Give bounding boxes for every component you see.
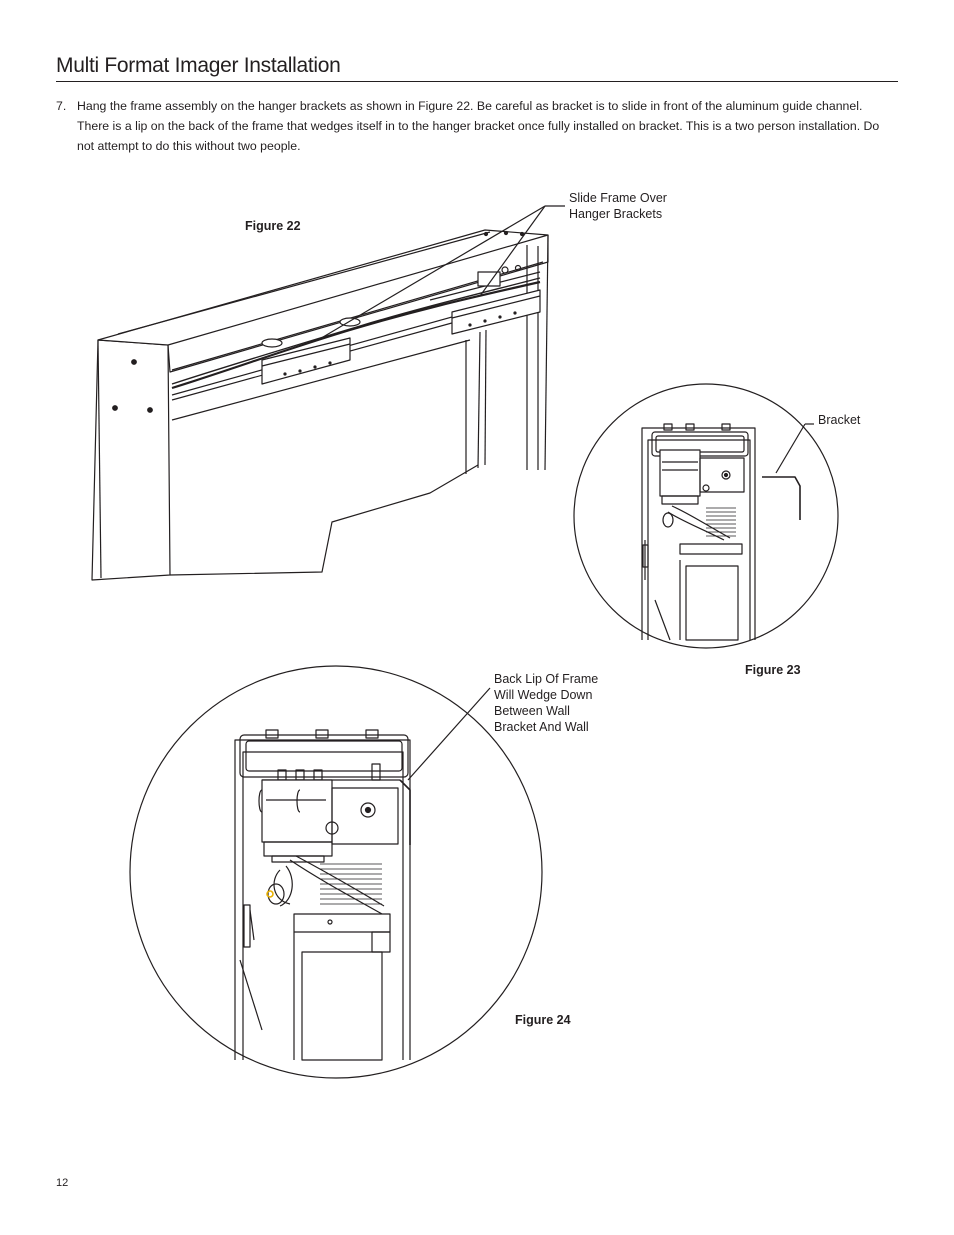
instruction-step: 7. Hang the frame assembly on the hanger… bbox=[56, 96, 886, 156]
figure-22-callout: Slide Frame Over Hanger Brackets bbox=[569, 191, 667, 221]
figure-22-drawing bbox=[91, 205, 565, 581]
figure-23-drawing bbox=[573, 383, 839, 649]
figure-22-caption: Figure 22 bbox=[245, 219, 301, 233]
step-number: 7. bbox=[56, 99, 67, 113]
figure-24-caption: Figure 24 bbox=[515, 1013, 571, 1027]
step-text: Hang the frame assembly on the hanger br… bbox=[77, 99, 880, 153]
figure-23-caption: Figure 23 bbox=[745, 663, 801, 677]
page-number: 12 bbox=[56, 1177, 69, 1189]
figure-24-callout: Back Lip Of Frame Will Wedge Down Betwee… bbox=[494, 672, 599, 734]
figure-23-callout: Bracket bbox=[818, 413, 861, 427]
highlight-marker bbox=[266, 890, 274, 898]
page-title: Multi Format Imager Installation bbox=[56, 54, 341, 77]
figure-24-drawing bbox=[129, 665, 543, 1079]
title-rule bbox=[56, 81, 898, 82]
